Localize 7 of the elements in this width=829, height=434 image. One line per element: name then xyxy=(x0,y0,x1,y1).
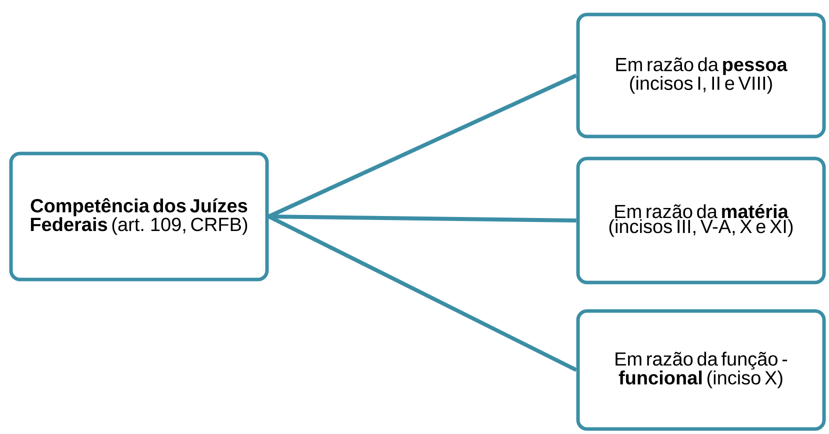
text-box: Em razão da matéria (incisos III, V-A, X e XI) xyxy=(576,156,826,284)
connector-line xyxy=(268,214,576,222)
connector-line xyxy=(268,74,578,218)
text-box: Em razão da função - funcional (inciso X) xyxy=(576,309,826,431)
connector-line xyxy=(268,214,578,372)
text-box: Competência dos Juízes Federais (art. 109, CRFB) xyxy=(9,152,269,282)
text-box: Em razão da pessoa (incisos I, II e VIII) xyxy=(576,12,826,138)
